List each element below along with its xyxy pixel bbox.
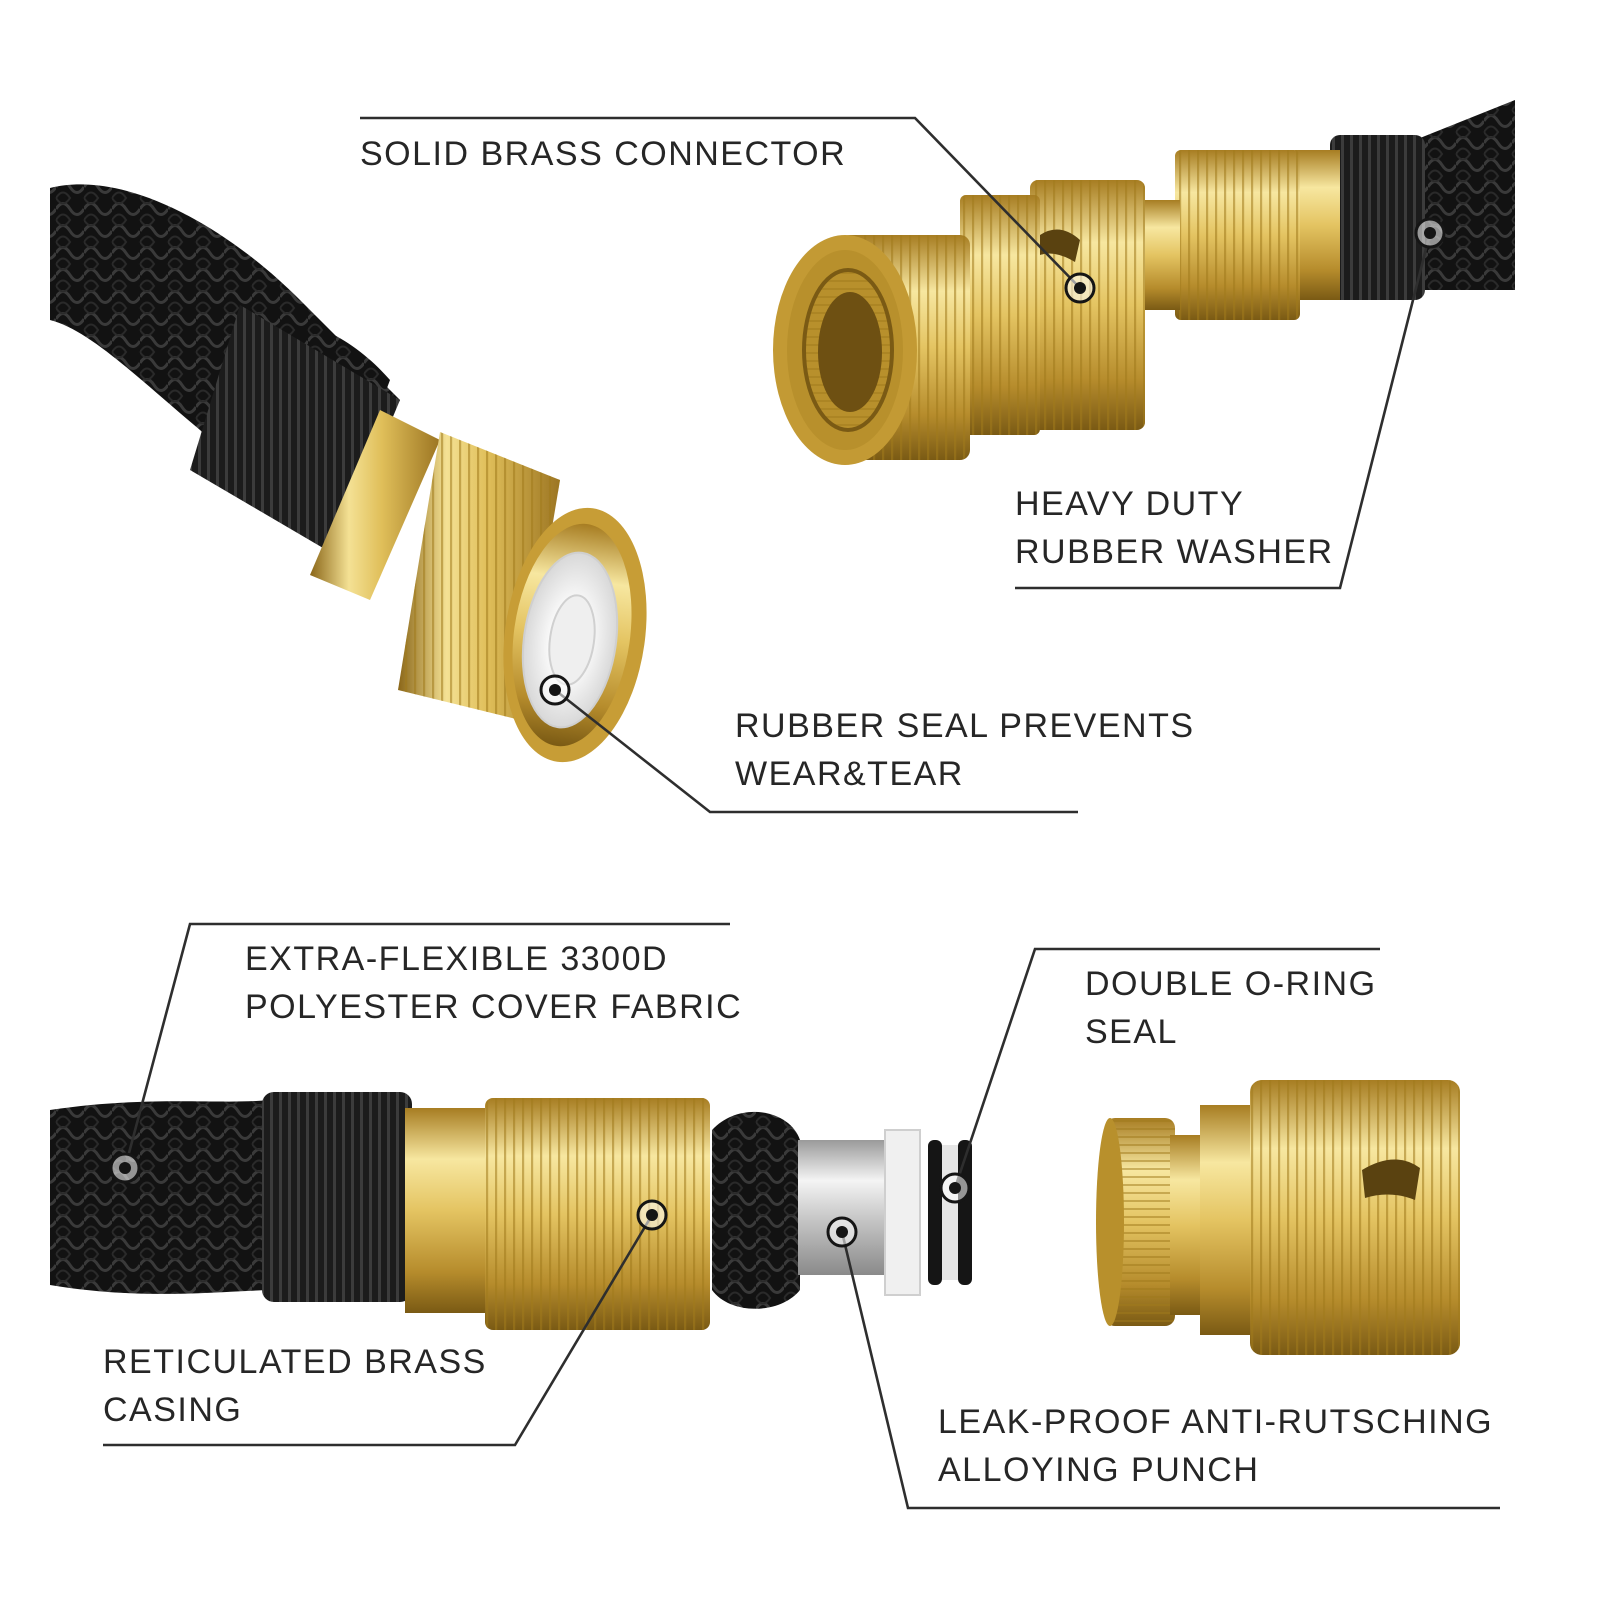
marker-leak-proof-punch: [826, 1216, 858, 1248]
label-line: RETICULATED BRASS: [103, 1343, 487, 1381]
leader-leak-proof-punch: [840, 1231, 1500, 1510]
label-heavy-duty-rubber-washer: HEAVY DUTY RUBBER WASHER: [1015, 480, 1334, 576]
bottom-right-connector-assembly: [1096, 1080, 1460, 1355]
label-line: ALLOYING PUNCH: [938, 1451, 1260, 1489]
leader-reticulated-brass-casing: [103, 1214, 654, 1447]
marker-solid-brass-connector: [1064, 272, 1096, 304]
leader-double-o-ring-seal: [953, 947, 1380, 1189]
marker-reticulated-brass-casing: [636, 1199, 668, 1231]
label-line: DOUBLE O-RING: [1085, 965, 1377, 1003]
marker-double-o-ring-seal: [939, 1172, 971, 1204]
label-rubber-seal: RUBBER SEAL PREVENTS WEAR&TEAR: [735, 702, 1195, 798]
leader-cover-fabric: [123, 922, 730, 1169]
label-leak-proof-punch: LEAK-PROOF ANTI-RUTSCHING ALLOYING PUNCH: [938, 1398, 1493, 1494]
label-line: POLYESTER COVER FABRIC: [245, 988, 743, 1026]
label-double-o-ring-seal: DOUBLE O-RING SEAL: [1085, 960, 1377, 1056]
marker-rubber-seal: [539, 674, 571, 706]
label-solid-brass-connector: SOLID BRASS CONNECTOR: [360, 130, 846, 178]
leader-rubber-seal: [554, 688, 1078, 814]
bottom-left-hose-assembly: [50, 1092, 972, 1330]
top-left-hose-assembly: [50, 184, 647, 763]
label-cover-fabric: EXTRA-FLEXIBLE 3300D POLYESTER COVER FAB…: [245, 935, 742, 1031]
label-line: EXTRA-FLEXIBLE 3300D: [245, 940, 669, 978]
label-line: RUBBER WASHER: [1015, 533, 1334, 571]
label-line: HEAVY DUTY: [1015, 485, 1245, 523]
label-line: CASING: [103, 1391, 243, 1429]
leader-heavy-duty-rubber-washer: [1015, 232, 1432, 590]
marker-cover-fabric: [109, 1152, 141, 1184]
label-reticulated-brass-casing: RETICULATED BRASS CASING: [103, 1338, 487, 1434]
label-line: RUBBER SEAL PREVENTS: [735, 707, 1195, 745]
leader-solid-brass-connector: [360, 116, 1081, 289]
top-right-connector-assembly: [773, 100, 1515, 465]
marker-heavy-duty-rubber-washer: [1414, 217, 1446, 249]
label-line: SEAL: [1085, 1013, 1178, 1051]
label-line: SOLID BRASS CONNECTOR: [360, 135, 847, 173]
label-line: WEAR&TEAR: [735, 755, 964, 793]
label-line: LEAK-PROOF ANTI-RUTSCHING: [938, 1403, 1494, 1441]
